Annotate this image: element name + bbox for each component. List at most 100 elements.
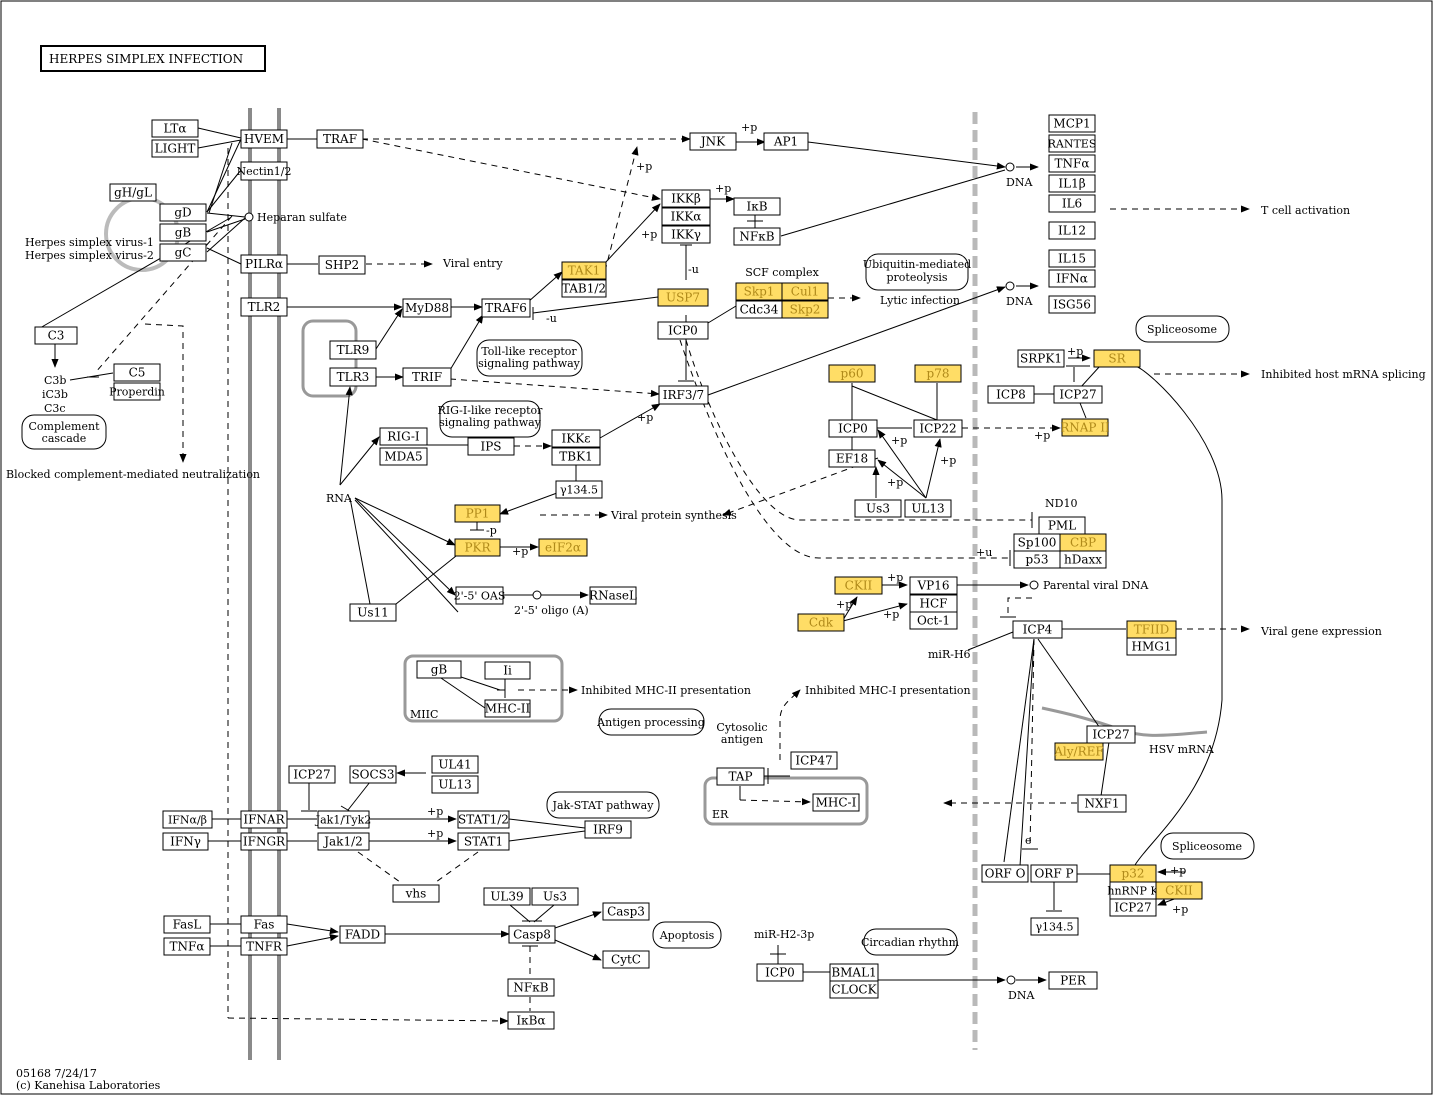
- gene-node-skp1[interactable]: Skp1: [735, 282, 783, 301]
- gene-box[interactable]: [1155, 881, 1203, 900]
- gene-box[interactable]: [454, 538, 501, 557]
- gene-box[interactable]: [329, 367, 377, 387]
- gene-box[interactable]: [828, 364, 876, 383]
- gene-box[interactable]: [416, 660, 462, 679]
- gene-node-ul39[interactable]: UL39: [483, 887, 531, 906]
- gene-box[interactable]: [531, 887, 579, 906]
- gene-box[interactable]: [159, 223, 207, 242]
- gene-box[interactable]: [828, 419, 878, 438]
- gene-node-g345a[interactable]: γ134.5: [555, 480, 603, 499]
- gene-box[interactable]: [828, 449, 876, 468]
- gene-node-nectin[interactable]: Nectin1/2: [236, 161, 292, 181]
- gene-node-nfkb1[interactable]: NFκB: [733, 227, 781, 246]
- pathway-link-spliceo2[interactable]: Spliceosome: [1172, 840, 1242, 853]
- gene-node-mda5[interactable]: MDA5: [379, 447, 428, 466]
- gene-box[interactable]: [317, 810, 370, 829]
- gene-box[interactable]: [689, 132, 737, 151]
- gene-node-properdin[interactable]: Properdin: [109, 382, 165, 401]
- gene-node-icp27d[interactable]: ICP27: [1109, 898, 1157, 917]
- gene-node-us11[interactable]: Us11: [349, 603, 397, 622]
- gene-node-il12[interactable]: IL12: [1048, 221, 1096, 240]
- gene-node-gb[interactable]: gB: [159, 223, 207, 242]
- gene-node-icp27a[interactable]: ICP27: [288, 765, 336, 784]
- gene-node-icp0a[interactable]: ICP0: [657, 321, 709, 340]
- gene-box[interactable]: [318, 255, 366, 275]
- gene-node-icp4[interactable]: ICP4: [1012, 620, 1063, 639]
- gene-box[interactable]: [507, 1011, 555, 1030]
- gene-node-ifngr[interactable]: IFNGR: [240, 832, 288, 851]
- gene-node-ikkg[interactable]: IKKγ: [661, 225, 711, 244]
- gene-node-rnasel[interactable]: RNaseL: [589, 586, 637, 605]
- gene-box[interactable]: [349, 765, 397, 784]
- gene-box[interactable]: [163, 915, 211, 934]
- gene-node-sp100[interactable]: Sp100: [1013, 533, 1061, 552]
- gene-node-orfp[interactable]: ORF P: [1030, 864, 1078, 883]
- gene-node-ckii2[interactable]: CKII: [1155, 881, 1203, 900]
- gene-node-ikkb[interactable]: IKKβ: [661, 189, 711, 208]
- gene-node-traf[interactable]: TRAF: [316, 129, 364, 149]
- gene-node-p32[interactable]: p32: [1109, 864, 1157, 883]
- pathway-link-jakstat[interactable]: Jak-STAT pathway: [552, 799, 655, 812]
- gene-box[interactable]: [1048, 971, 1098, 990]
- gene-node-cdk[interactable]: Cdk: [797, 613, 845, 632]
- gene-node-traf6[interactable]: TRAF6: [481, 298, 531, 318]
- gene-box[interactable]: [733, 227, 781, 246]
- gene-node-stat1[interactable]: STAT1: [457, 832, 510, 851]
- gene-box[interactable]: [1048, 295, 1096, 314]
- gene-box[interactable]: [240, 254, 288, 274]
- gene-node-il15[interactable]: IL15: [1048, 249, 1096, 268]
- gene-node-icp27b[interactable]: ICP27: [1053, 385, 1103, 404]
- gene-box[interactable]: [661, 225, 711, 244]
- gene-node-ghgl[interactable]: gH/gL: [109, 183, 157, 202]
- gene-node-fas[interactable]: Fas: [240, 915, 288, 934]
- gene-node-fasl[interactable]: FasL: [163, 915, 211, 934]
- gene-node-p53[interactable]: p53: [1013, 550, 1061, 569]
- gene-box[interactable]: [109, 183, 157, 202]
- gene-node-p78[interactable]: p78: [914, 364, 962, 383]
- gene-node-ikka[interactable]: IKKα: [661, 207, 711, 226]
- gene-node-ul13b[interactable]: UL13: [904, 499, 952, 518]
- gene-node-bmal1[interactable]: BMAL1: [829, 963, 879, 982]
- gene-box[interactable]: [1048, 134, 1096, 153]
- gene-box[interactable]: [159, 203, 207, 222]
- gene-node-ifnab[interactable]: IFNα/β: [162, 810, 213, 829]
- gene-box[interactable]: [763, 132, 809, 151]
- gene-box[interactable]: [240, 161, 288, 181]
- gene-box[interactable]: [484, 699, 531, 718]
- gene-box[interactable]: [1053, 385, 1103, 404]
- gene-box[interactable]: [163, 937, 211, 956]
- gene-node-ifnar[interactable]: IFNAR: [240, 810, 288, 829]
- gene-box[interactable]: [1048, 221, 1096, 240]
- gene-node-nfkb2[interactable]: NFκB: [507, 978, 555, 997]
- gene-node-irf37[interactable]: IRF3/7: [658, 385, 709, 405]
- gene-node-tfiid[interactable]: TFIID: [1126, 620, 1177, 639]
- gene-box[interactable]: [1126, 637, 1177, 656]
- gene-box[interactable]: [661, 207, 711, 226]
- gene-node-rnap2[interactable]: RNAP II: [1060, 418, 1110, 437]
- gene-node-icp0b[interactable]: ICP0: [828, 419, 878, 438]
- gene-box[interactable]: [34, 326, 78, 345]
- gene-box[interactable]: [481, 298, 531, 318]
- gene-node-icp27c[interactable]: ICP27: [1086, 725, 1136, 744]
- gene-box[interactable]: [457, 810, 510, 829]
- gene-node-icp22[interactable]: ICP22: [913, 419, 963, 438]
- gene-node-socs3[interactable]: SOCS3: [349, 765, 397, 784]
- gene-node-icp8[interactable]: ICP8: [987, 385, 1035, 404]
- gene-node-stat12[interactable]: STAT1/2: [457, 810, 510, 829]
- gene-box[interactable]: [457, 832, 510, 851]
- gene-node-cdc34[interactable]: Cdc34: [735, 300, 783, 319]
- gene-box[interactable]: [240, 937, 288, 956]
- gene-node-oct1[interactable]: Oct-1: [909, 611, 958, 630]
- gene-node-pp1[interactable]: PP1: [454, 504, 501, 523]
- gene-box[interactable]: [834, 576, 883, 595]
- gene-box[interactable]: [854, 499, 902, 518]
- gene-node-casp3[interactable]: Casp3: [602, 902, 650, 921]
- gene-node-mcp1[interactable]: MCP1: [1048, 114, 1096, 133]
- gene-box[interactable]: [431, 755, 479, 774]
- gene-box[interactable]: [756, 963, 804, 982]
- gene-box[interactable]: [1048, 269, 1096, 288]
- gene-box[interactable]: [1059, 550, 1107, 569]
